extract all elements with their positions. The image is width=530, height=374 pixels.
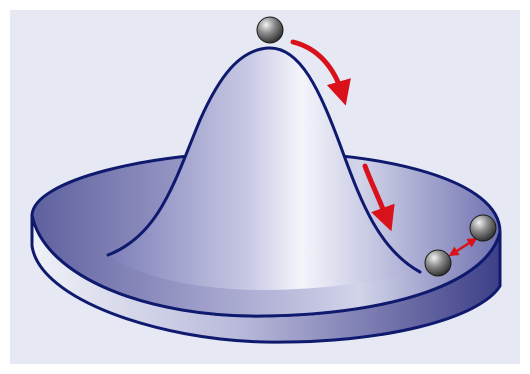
- ball-top: [257, 17, 283, 43]
- ball-bottom-left: [425, 250, 451, 276]
- ball-bottom-right: [470, 215, 496, 241]
